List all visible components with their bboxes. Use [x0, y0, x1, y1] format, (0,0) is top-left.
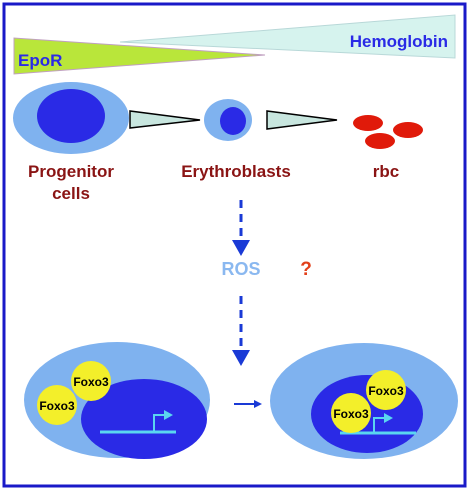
dashed-arrow-to-nucleus	[232, 296, 250, 366]
ros-label: ROS	[221, 259, 260, 279]
foxo3-protein-left-2	[37, 385, 77, 425]
rbc-label: rbc	[373, 162, 399, 181]
dashed-arrow-to-ros	[232, 200, 250, 256]
progenitor-label-line2: cells	[52, 184, 90, 203]
transition-triangle-1	[129, 110, 201, 129]
foxo3-protein-right-2	[331, 393, 371, 433]
foxo3-label-left-2: Foxo3	[39, 399, 75, 413]
hemoglobin-label: Hemoglobin	[350, 32, 448, 51]
epor-wedge	[13, 37, 266, 75]
cell-foxo3-nucleus	[270, 343, 458, 459]
foxo3-protein-right-1	[366, 370, 406, 410]
gene-promoter-left	[100, 410, 176, 434]
cell-foxo3-cytoplasm	[24, 342, 210, 459]
hemoglobin-wedge	[119, 14, 456, 59]
foxo3-protein-left-1	[71, 361, 111, 401]
question-mark: ?	[300, 259, 312, 280]
translocation-arrow	[234, 400, 262, 408]
erythroblasts-label: Erythroblasts	[181, 162, 291, 181]
foxo3-label-right-2: Foxo3	[333, 407, 369, 421]
foxo3-label-right-1: Foxo3	[368, 384, 404, 398]
progenitor-label-line1: Progenitor	[28, 162, 114, 181]
red-blood-cells	[353, 115, 423, 149]
gene-promoter-right	[340, 413, 416, 435]
progenitor-cell	[13, 82, 129, 154]
foxo3-label-left-1: Foxo3	[73, 375, 109, 389]
erythroblast-cell	[204, 99, 252, 141]
epor-label: EpoR	[18, 51, 62, 70]
transition-triangle-2	[266, 110, 338, 130]
